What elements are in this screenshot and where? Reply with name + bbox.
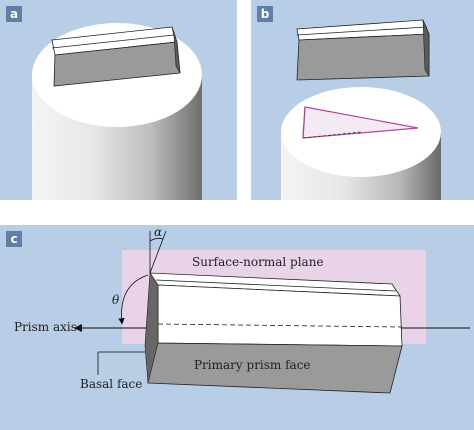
panel-a-illustration (32, 23, 202, 200)
surface-normal-plane-label: Surface-normal plane (192, 255, 324, 269)
primary-prism-face-label: Primary prism face (194, 358, 311, 372)
alpha-symbol: α (154, 225, 163, 239)
prism-front-face (157, 284, 403, 347)
ice-block-front (296, 33, 430, 81)
panel-c-label: c (6, 231, 22, 247)
alpha-ref-tilted (149, 230, 167, 274)
prism-axis-label: Prism axis (14, 320, 77, 334)
panel-b-label: b (257, 6, 273, 22)
theta-symbol: θ (112, 293, 120, 307)
alpha-arc (149, 237, 164, 242)
basal-face (144, 272, 159, 384)
panel-c: c Surface-normal plane Prism axis Primar… (0, 225, 474, 430)
basal-face-label: Basal face (80, 377, 143, 391)
panel-c-illustration (74, 230, 470, 394)
panel-b-illustration (281, 19, 441, 200)
panel-b: b (251, 0, 474, 200)
ice-block-end (422, 19, 430, 77)
ice-block-end (171, 26, 181, 74)
theta-arc (118, 274, 149, 325)
panel-a-label: a (6, 6, 22, 22)
panel-a: a (0, 0, 237, 200)
